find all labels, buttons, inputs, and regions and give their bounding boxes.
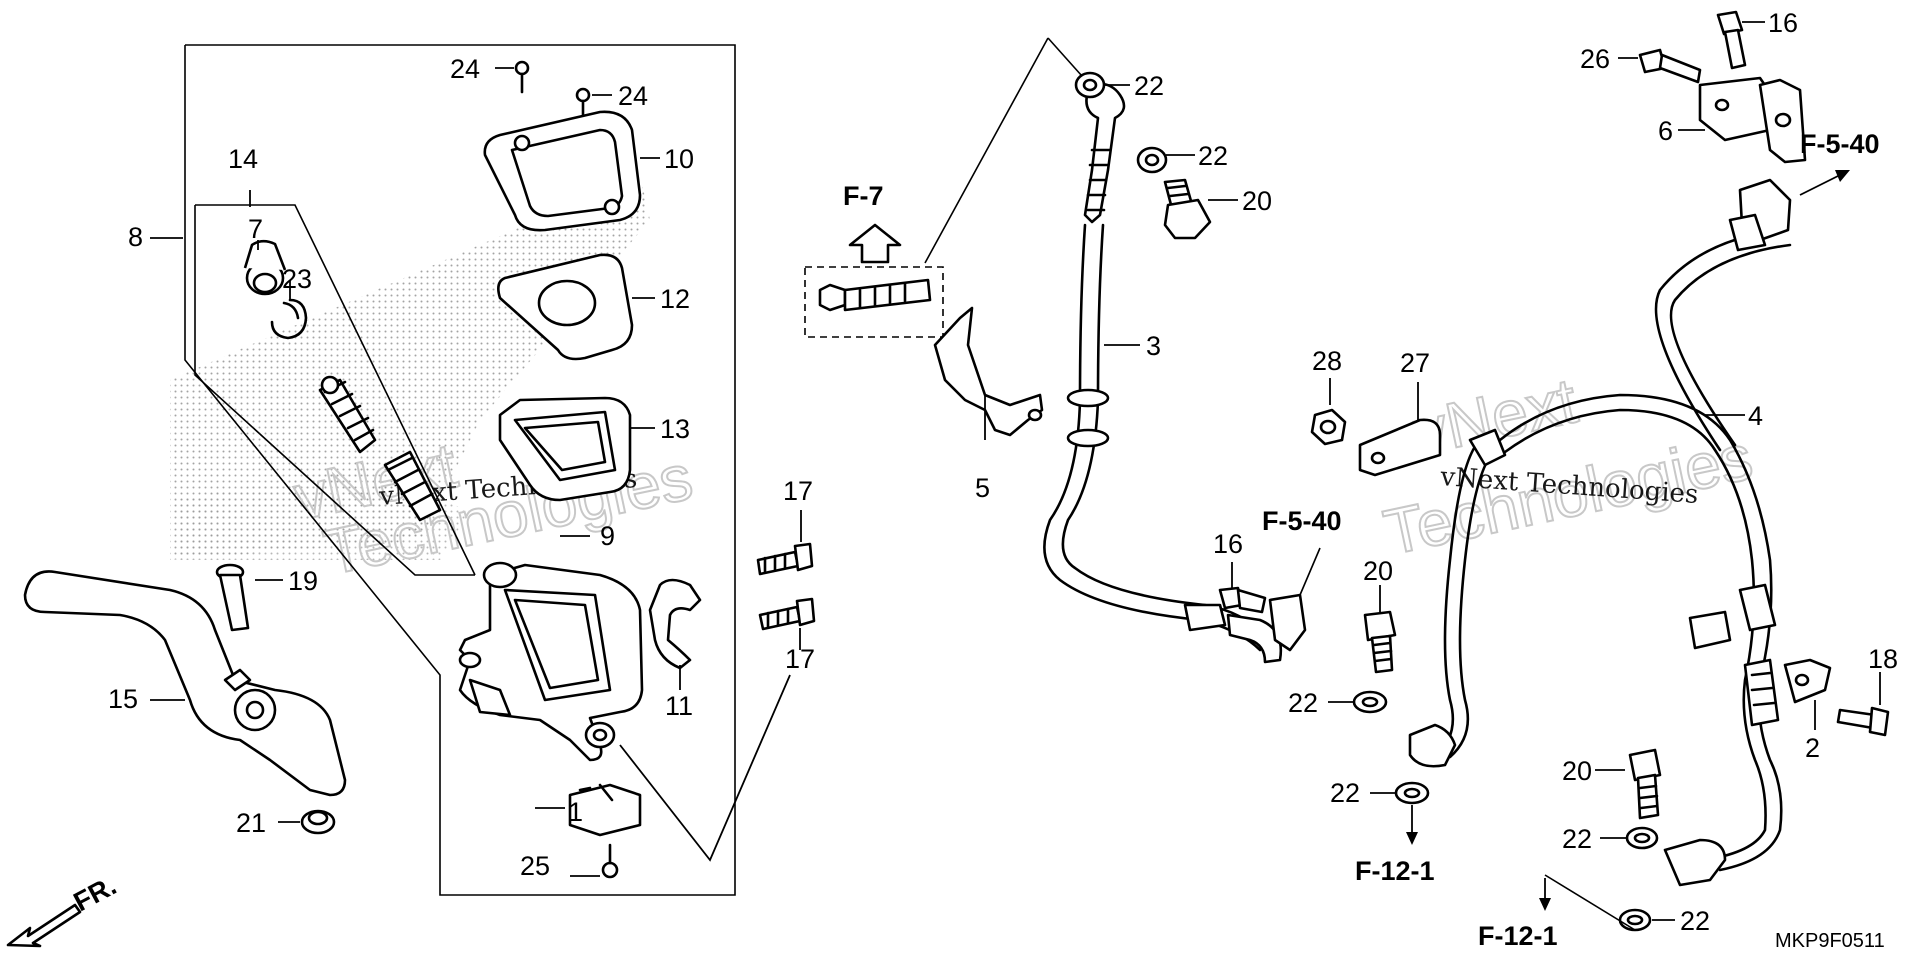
callout-28: 28 [1312,346,1342,376]
callout-22-b: 22 [1198,141,1228,171]
washer-22-b [1136,146,1195,174]
washer-22-a [1074,71,1130,99]
callout-22-d: 22 [1330,778,1360,808]
banjo-bolt-20-a [1163,178,1238,240]
piston-9 [318,375,590,537]
callout-23: 23 [282,264,312,294]
boot-7 [243,239,287,296]
callout-20-middle: 20 [1363,556,1393,586]
callout-labels: 1 2 3 4 5 6 7 8 9 10 11 12 13 14 15 16 1… [108,8,1898,936]
callout-20-bottom: 20 [1562,756,1592,786]
f540-arrow-right [1799,170,1850,196]
callout-25: 25 [520,851,550,881]
callout-14: 14 [228,144,258,174]
f121-link-right [1539,874,1636,931]
brake-hose-4 [1408,228,1792,887]
plate-12 [497,253,655,361]
circlip-23 [270,280,308,340]
switch-1 [535,783,642,837]
ref-f7: F-7 [843,181,884,211]
callout-9: 9 [600,521,615,551]
clamp-27 [1358,382,1442,477]
banjo-bolt-20-b [1363,585,1397,674]
bolt-17-top [756,510,814,576]
callout-24-right: 24 [618,81,648,111]
front-arrow-icon [6,903,82,948]
reference-labels: F-7 F-5-40 F-5-40 F-12-1 F-12-1 FR. [69,129,1880,951]
ref-f121-bottom: F-12-1 [1478,921,1558,951]
callout-13: 13 [660,414,690,444]
callout-2: 2 [1805,733,1820,763]
f540-bracket-middle [1268,547,1321,652]
bolt-18 [1836,672,1890,737]
cap-21 [278,809,336,835]
callout-26: 26 [1580,44,1610,74]
bolt-16-middle [1218,562,1267,614]
f7-link-lines [924,37,1091,264]
callout-17-top: 17 [783,476,813,506]
washer-22-d [1370,781,1430,845]
callout-4: 4 [1748,401,1763,431]
callout-17-bottom: 17 [785,644,815,674]
bolt-26 [1618,48,1702,84]
callout-24-top: 24 [450,54,480,84]
bracket-5 [933,306,1044,440]
washer-22-e [1600,826,1659,850]
callout-12: 12 [660,284,690,314]
diagram-code: MKP9F0511 [1775,930,1885,952]
screw-25 [570,843,619,879]
assembly-boundaries [184,44,736,896]
watermark: vNext Technologies vNext Technologies vN… [287,363,1759,589]
callout-22-e: 22 [1562,824,1592,854]
callout-19: 19 [288,566,318,596]
bolt-17-bottom [758,597,816,650]
holder-11 [648,578,702,690]
screw-24-top [495,60,530,94]
callout-3: 3 [1146,331,1161,361]
callout-20-top: 20 [1242,186,1272,216]
callout-21: 21 [236,808,266,838]
callout-22-f: 22 [1680,906,1710,936]
callout-16-middle: 16 [1213,529,1243,559]
callout-16-top: 16 [1768,8,1798,38]
master-cylinder-body [458,561,644,762]
nut-28 [1310,378,1347,446]
callout-6: 6 [1658,116,1673,146]
leaders-left [150,190,791,862]
callout-22-c: 22 [1288,688,1318,718]
brake-lever-15 [23,570,347,797]
callout-22-a: 22 [1134,71,1164,101]
callout-7: 7 [248,214,263,244]
ref-f121-middle: F-12-1 [1355,856,1435,886]
callout-8: 8 [128,222,143,252]
bolt-16-top [1716,10,1765,70]
washer-22-f [1618,908,1675,932]
callout-10: 10 [664,144,694,174]
callout-15: 15 [108,684,138,714]
callout-11: 11 [665,691,693,721]
f7-reference-group [804,223,944,338]
banjo-bolt-20-c [1595,748,1662,820]
hose-4-top-connector [1728,178,1792,252]
pivot-bolt-19 [215,563,283,632]
bracket-6 [1678,76,1807,164]
washer-22-c [1328,690,1388,714]
brake-hose-3 [1043,82,1283,664]
ref-f540-middle: F-5-40 [1262,506,1342,536]
callout-18: 18 [1868,644,1898,674]
bracket-2 [1783,658,1832,730]
callout-27: 27 [1400,348,1430,378]
diaphragm-13 [498,396,655,502]
reservoir-cap-10 [483,110,660,232]
callout-1: 1 [568,797,583,827]
ref-f540-right: F-5-40 [1800,129,1880,159]
callout-5: 5 [975,473,990,503]
